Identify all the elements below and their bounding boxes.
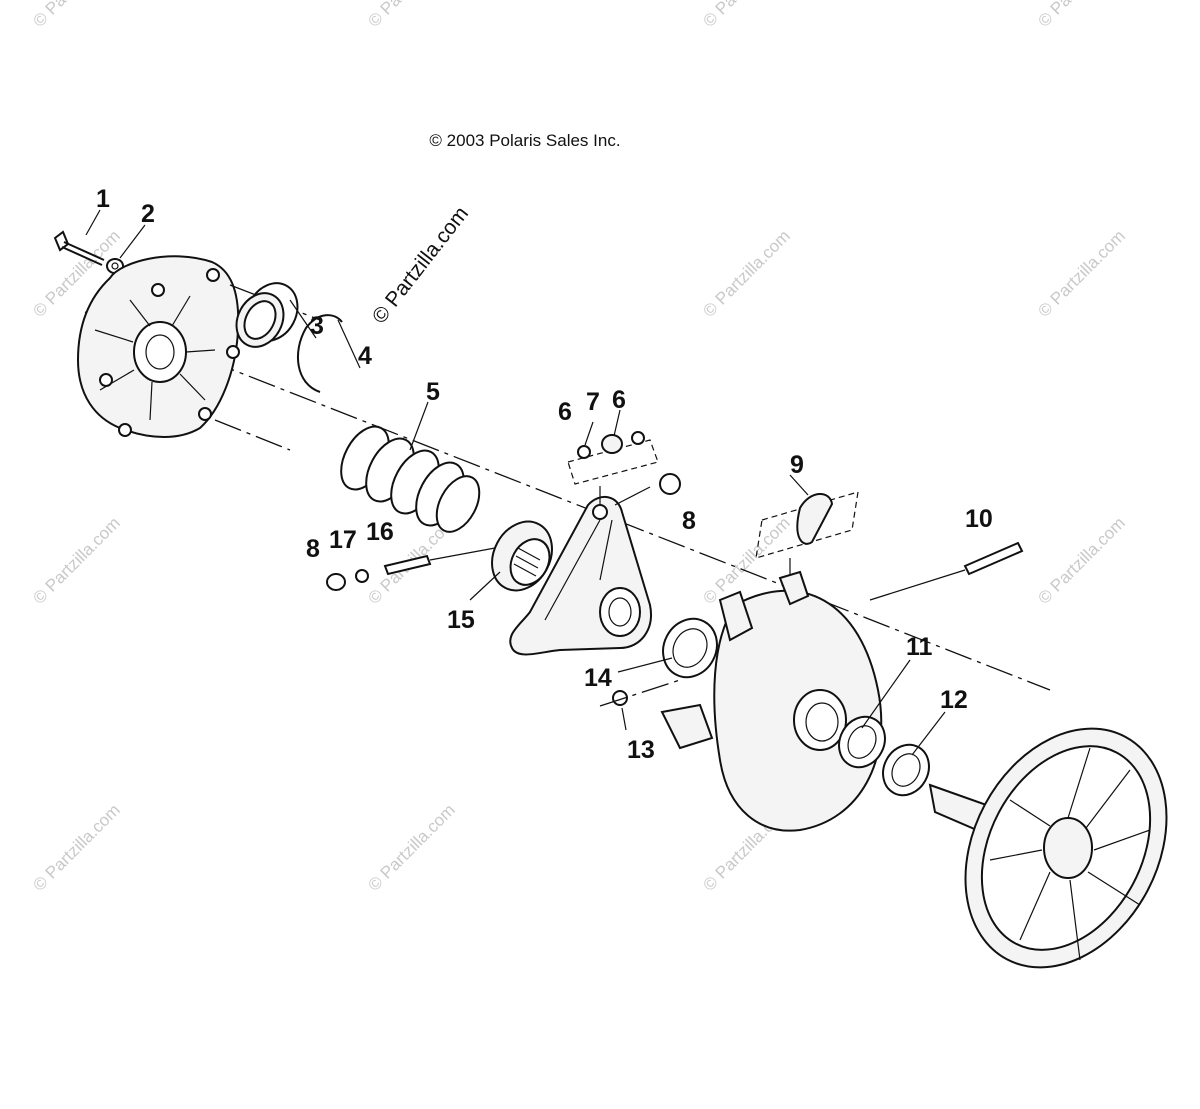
callout-5[interactable]: 5 xyxy=(426,378,440,406)
part-8-button-upper xyxy=(614,473,681,506)
watermark-text: © Partzilla.com xyxy=(699,0,793,31)
watermark-text: © Partzilla.com xyxy=(1034,226,1128,320)
fixed-sheave xyxy=(928,727,1168,969)
part-6-7-rollers xyxy=(567,431,659,505)
part-15-cam xyxy=(491,520,553,592)
watermark-text: © Partzilla.com xyxy=(1034,513,1128,607)
callout-8-lower[interactable]: 8 xyxy=(306,535,320,563)
callout-6-left[interactable]: 6 xyxy=(558,398,572,426)
callout-17[interactable]: 17 xyxy=(329,526,357,554)
callout-12[interactable]: 12 xyxy=(940,686,968,714)
callout-1[interactable]: 1 xyxy=(96,185,110,213)
axis-centerline xyxy=(84,311,1051,691)
part-13-nut xyxy=(599,679,681,707)
part-5-spring xyxy=(340,425,481,533)
callout-7[interactable]: 7 xyxy=(586,388,600,416)
watermark-diagonal: © Partzilla.com xyxy=(368,202,473,328)
watermark-text: © Partzilla.com xyxy=(699,226,793,320)
callout-10[interactable]: 10 xyxy=(965,505,993,533)
callout-16[interactable]: 16 xyxy=(366,518,394,546)
part-10-pin xyxy=(869,541,1024,601)
callout-15[interactable]: 15 xyxy=(447,606,475,634)
cover-housing xyxy=(76,255,321,451)
callout-14[interactable]: 14 xyxy=(584,664,612,692)
watermark-text: © Partzilla.com xyxy=(1034,0,1128,31)
copyright-notice: © 2003 Polaris Sales Inc. xyxy=(429,131,621,150)
callout-11[interactable]: 11 xyxy=(906,633,933,661)
part-3-bushing xyxy=(235,282,299,348)
watermark-text: © Partzilla.com xyxy=(364,0,458,31)
leader-lines xyxy=(85,209,946,756)
callout-6-right[interactable]: 6 xyxy=(612,386,626,414)
callout-4[interactable]: 4 xyxy=(358,342,372,370)
part-4-snap-ring xyxy=(296,314,343,393)
part-12-bushing xyxy=(882,743,930,797)
watermark-text: © Partzilla.com xyxy=(29,800,123,894)
part-11-bushing xyxy=(838,715,886,769)
part-1-bolt xyxy=(53,230,105,266)
moveable-sheave xyxy=(660,570,883,832)
callout-2[interactable]: 2 xyxy=(141,200,155,228)
watermark-text: © Partzilla.com xyxy=(364,800,458,894)
callout-3[interactable]: 3 xyxy=(310,312,324,340)
part-9-weight xyxy=(755,491,859,578)
callout-13[interactable]: 13 xyxy=(627,736,655,764)
watermark-text: © Partzilla.com xyxy=(29,0,123,31)
callout-9[interactable]: 9 xyxy=(790,451,804,479)
callout-8-upper[interactable]: 8 xyxy=(682,507,696,535)
part-14-washer xyxy=(662,617,718,679)
roller-arm xyxy=(509,496,652,656)
callout-labels: 1 2 3 4 5 6 7 6 8 9 10 8 17 16 15 14 13 … xyxy=(96,185,993,764)
watermark-text: © Partzilla.com xyxy=(29,513,123,607)
pin-set xyxy=(326,547,496,591)
